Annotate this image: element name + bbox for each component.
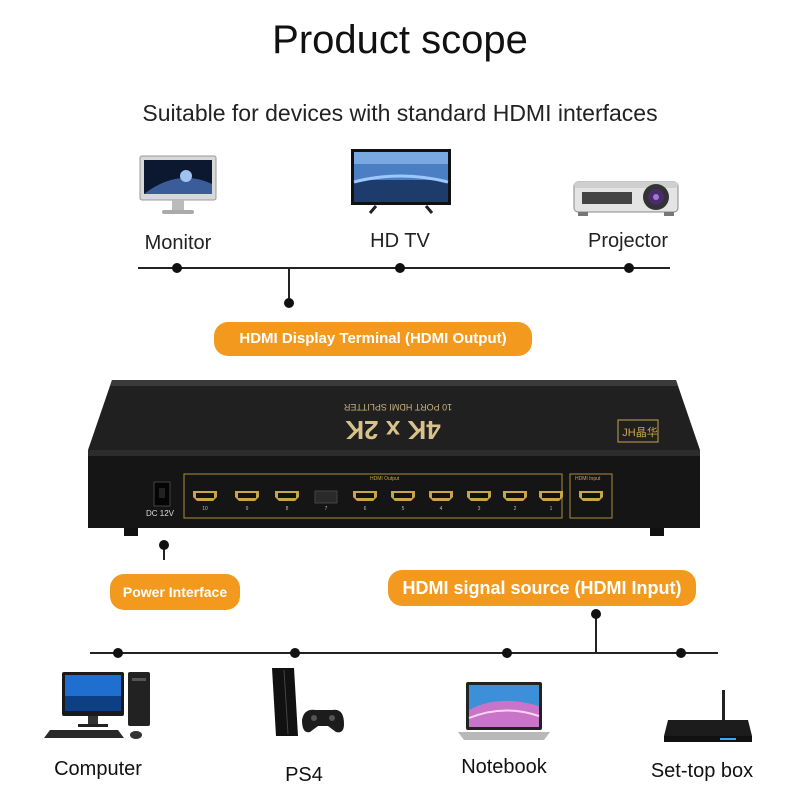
set-top-box-icon — [662, 688, 754, 746]
bottom-device-label-ps4: PS4 — [285, 764, 323, 786]
port-number: 9 — [245, 506, 249, 512]
connector-dot — [395, 263, 405, 273]
hdmi-output-pill: HDMI Display Terminal (HDMI Output) — [214, 322, 532, 356]
port-number: 2 — [513, 506, 517, 512]
hdmi-output-port-9 — [234, 490, 260, 502]
splitter-brand-logo: JH晶华 — [622, 427, 658, 439]
bottom-device-label-notebook: Notebook — [461, 756, 547, 778]
port-number: 10 — [202, 506, 208, 512]
connector-dot — [284, 298, 294, 308]
hdmi-output-port-8 — [274, 490, 300, 502]
connector-dot — [290, 648, 300, 658]
port-number: 6 — [363, 506, 367, 512]
hdmi-output-port-5 — [390, 490, 416, 502]
computer-icon — [44, 668, 156, 742]
page-subtitle: Suitable for devices with standard HDMI … — [142, 100, 658, 126]
hdmi-output-port-1 — [538, 490, 564, 502]
bottom-device-label-computer: Computer — [54, 758, 142, 780]
port-number: 4 — [439, 506, 443, 512]
projector-icon — [572, 176, 682, 218]
connector-dot — [113, 648, 123, 658]
tv-icon — [350, 148, 452, 214]
hdmi-output-port-7 — [314, 490, 338, 504]
port-number: 1 — [549, 506, 553, 512]
port-number: 5 — [401, 506, 405, 512]
bottom-connector-line — [90, 652, 718, 654]
laptop-icon — [458, 680, 550, 742]
input-group-label: HDMI Input — [575, 476, 601, 482]
page-title: Product scope — [272, 18, 528, 62]
connector-dot — [159, 540, 169, 550]
hdmi-output-port-2 — [502, 490, 528, 502]
hdmi-output-port-6 — [352, 490, 378, 502]
hdmi-output-port-4 — [428, 490, 454, 502]
monitor-icon — [138, 154, 218, 218]
connector-dot — [502, 648, 512, 658]
connector-dot — [624, 263, 634, 273]
output-group-label: HDMI Output — [370, 476, 400, 482]
port-number: 8 — [285, 506, 289, 512]
connector-dot — [676, 648, 686, 658]
splitter-top-subtext: 10 PORT HDMI SPLITTER — [343, 402, 453, 412]
power-connector-stem — [163, 542, 165, 560]
port-number: 7 — [324, 506, 328, 512]
power-interface-pill: Power Interface — [110, 574, 240, 610]
connector-dot — [172, 263, 182, 273]
top-device-label-monitor: Monitor — [144, 232, 212, 254]
hdmi-output-port-10 — [192, 490, 218, 502]
top-device-label-tv: HD TV — [370, 230, 430, 252]
hdmi-input-port — [578, 490, 604, 502]
top-connector-stem — [288, 268, 290, 302]
hdmi-input-pill: HDMI signal source (HDMI Input) — [388, 570, 696, 606]
top-device-label-projector: Projector — [587, 230, 669, 252]
connector-dot — [591, 609, 601, 619]
hdmi-output-port-3 — [466, 490, 492, 502]
bottom-connector-stem — [595, 613, 597, 653]
hdmi-splitter-device — [84, 378, 704, 540]
power-jack-label: DC 12V — [146, 509, 175, 518]
port-number: 3 — [477, 506, 481, 512]
bottom-device-label-set-top-box: Set-top box — [650, 760, 754, 782]
ps4-icon — [266, 664, 346, 742]
splitter-top-text: 4K x 2K — [345, 415, 441, 445]
